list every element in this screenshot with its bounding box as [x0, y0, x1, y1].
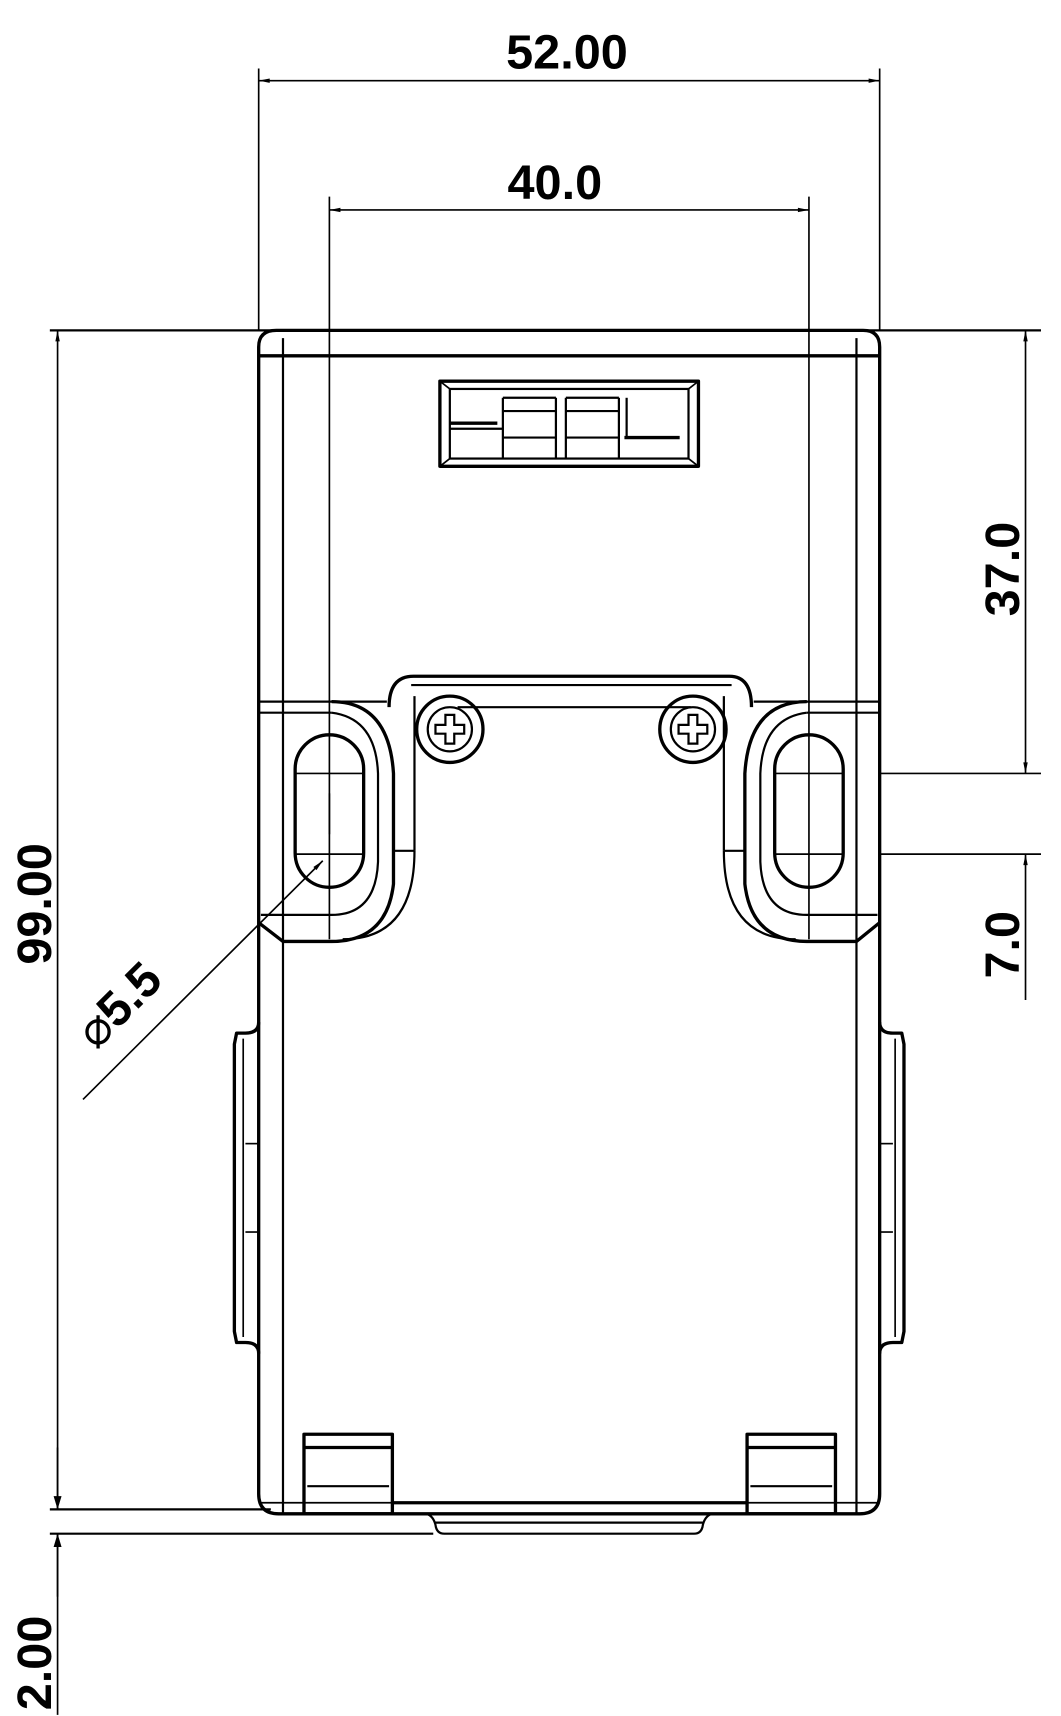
- switch-body: [232, 328, 906, 1535]
- dimension-hole-spacing: 40.0: [328, 156, 810, 940]
- dimension-hole-diameter: ⌀5.5: [66, 860, 324, 1101]
- dimension-label-40: 40.0: [508, 156, 603, 210]
- connector-window: [438, 379, 701, 468]
- dimension-slot-length: 7.0: [976, 854, 1030, 1000]
- screw-icon: [415, 694, 485, 765]
- bottom-actuator-plate: [392, 1501, 748, 1535]
- dimension-label-diameter: ⌀5.5: [66, 952, 173, 1059]
- bottom-clip-right: [745, 1432, 838, 1516]
- dimension-label-37: 37.0: [976, 522, 1030, 617]
- dimension-label-2: 2.00: [8, 1616, 62, 1711]
- side-tab-right: [878, 1021, 906, 1354]
- bottom-clip-left: [302, 1432, 395, 1516]
- side-tab-left: [232, 1021, 261, 1354]
- dimension-overall-width: 52.00: [257, 26, 881, 332]
- mounting-slot-left: [293, 733, 366, 889]
- dimension-label-99: 99.00: [8, 843, 62, 965]
- mounting-slot-right: [773, 733, 845, 889]
- screw-icon: [658, 694, 728, 765]
- dimension-label-52: 52.00: [506, 26, 628, 80]
- dimension-top-to-hole: 37.0: [879, 330, 1041, 855]
- mounting-ear-left: [257, 696, 416, 944]
- dimension-overall-height: 99.00: [8, 330, 62, 1510]
- dimension-bottom-offset: 2.00: [8, 1447, 434, 1715]
- dimension-label-7: 7.0: [976, 911, 1030, 979]
